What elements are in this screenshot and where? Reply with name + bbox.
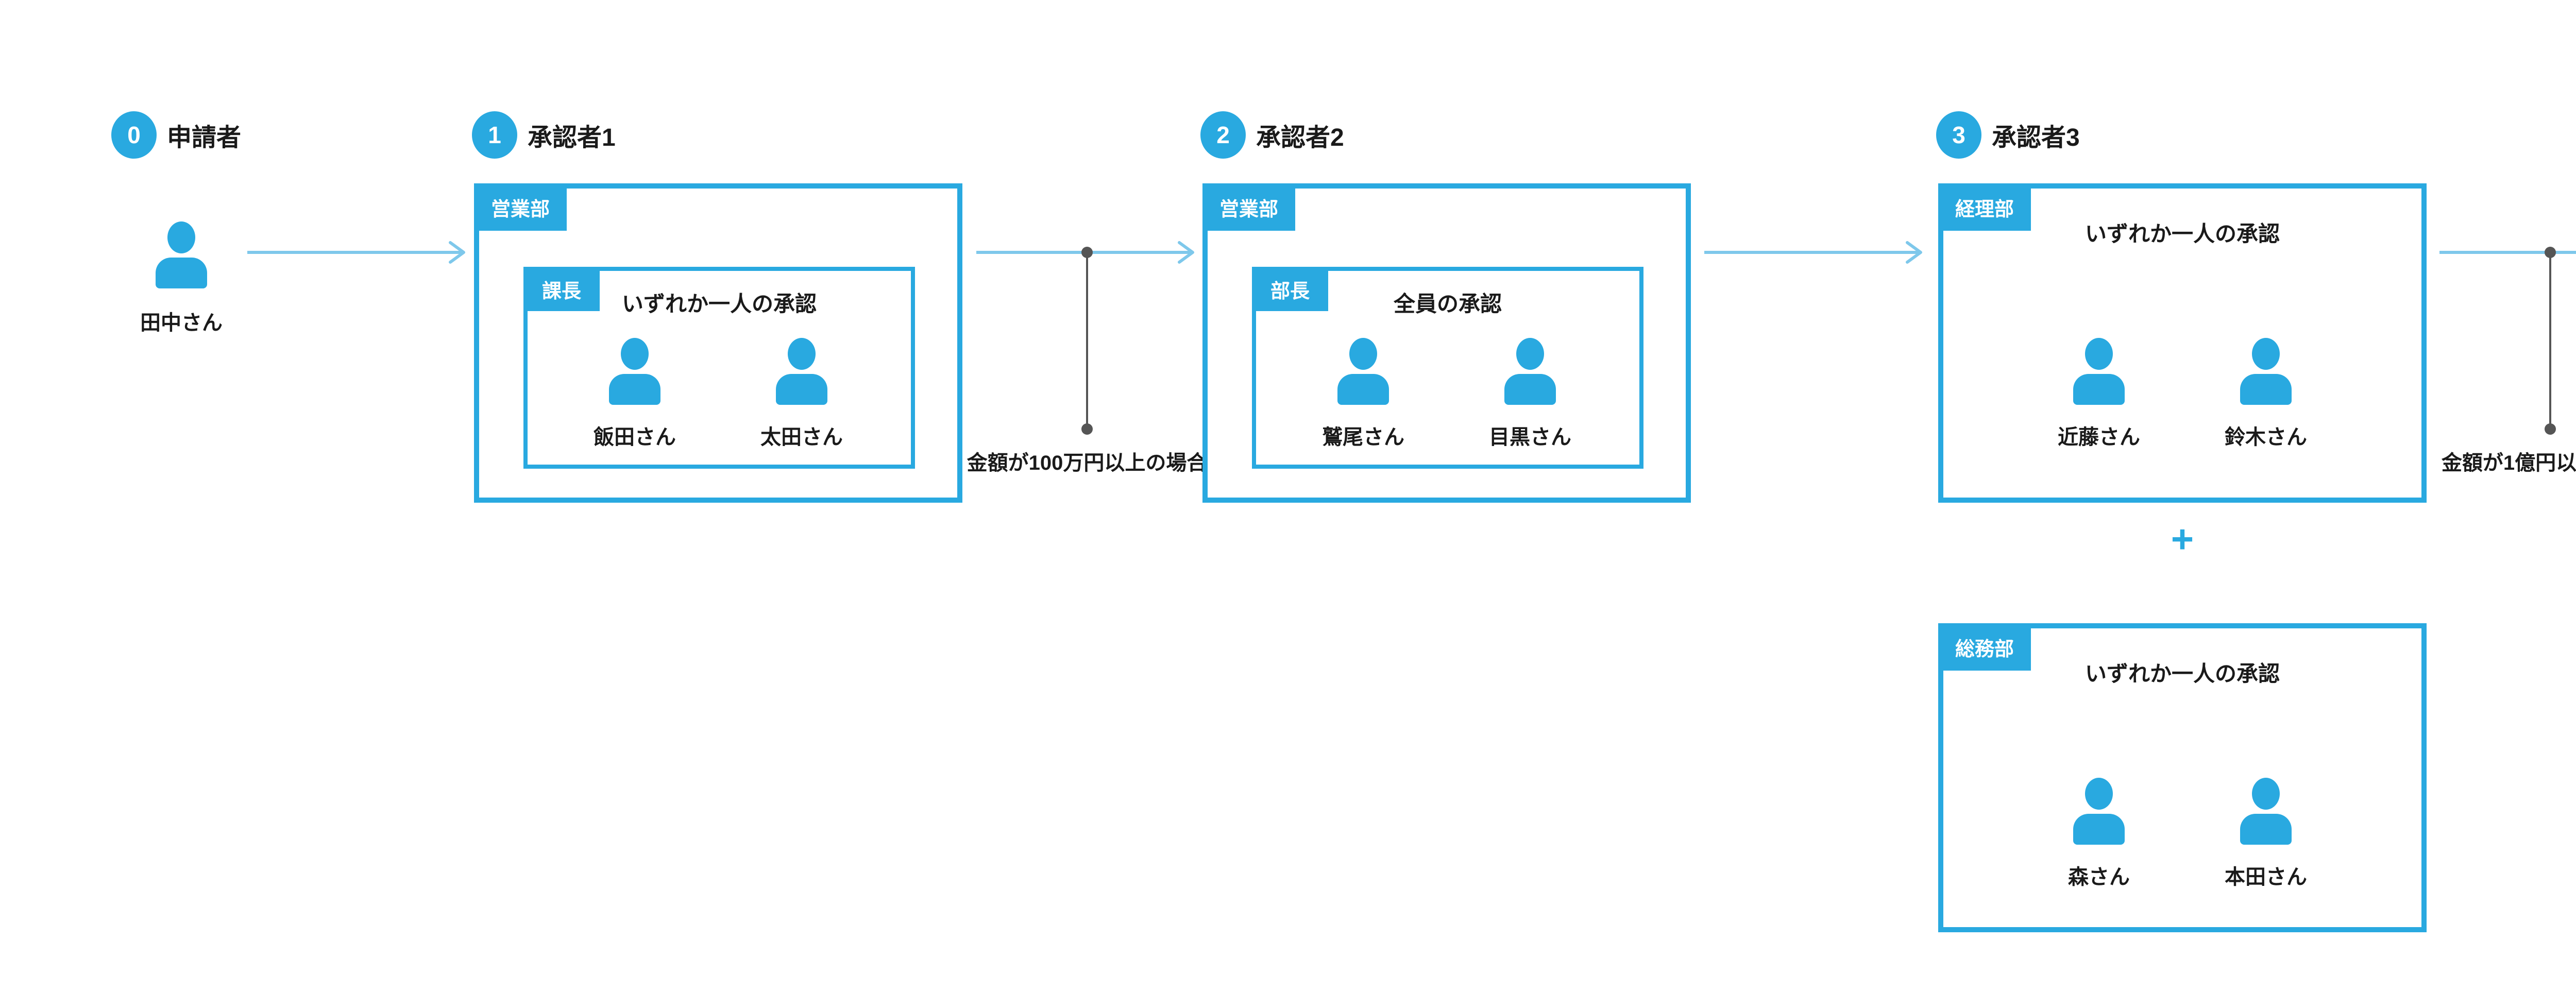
stage2-rule: 全員の承認	[1393, 292, 1502, 316]
stage1-member1-person-icon	[608, 338, 662, 405]
arrow-stage2-to-3-icon	[1704, 241, 1922, 264]
applicant-person-icon	[155, 221, 208, 288]
stage0-badge: 0	[111, 111, 157, 159]
stage2-badge: 2	[1200, 111, 1246, 159]
stage3-dept-tab: 経理部	[1938, 183, 2031, 231]
stage3-extra-dept-tab: 総務部	[1938, 623, 2031, 671]
stage3-member2-name: 鈴木さん	[2225, 426, 2307, 449]
stage3-rule: いずれか一人の承認	[2084, 221, 2280, 246]
condition2-end-dot	[2545, 423, 2556, 435]
stage1-role-box: 課長	[523, 267, 915, 469]
stage3-extra-member1-person-icon	[2072, 778, 2126, 845]
stage3-extra-member1-name: 森さん	[2068, 866, 2130, 888]
stage3-extra-member2-person-icon	[2239, 778, 2293, 845]
stage3-extra-rule: いずれか一人の承認	[2084, 661, 2280, 686]
stage3-member2-person-icon	[2239, 338, 2293, 405]
stage2-member2-person-icon	[1503, 338, 1557, 405]
stage3-dept-box: 経理部	[1938, 183, 2427, 503]
stage1-rule: いずれか一人の承認	[621, 292, 817, 316]
stage1-dept-box: 営業部 課長	[474, 183, 962, 503]
stage1-member2-person-icon	[775, 338, 828, 405]
stage2-member2-name: 目黒さん	[1489, 426, 1571, 449]
condition1-end-dot	[1081, 423, 1093, 435]
applicant-name: 田中さん	[140, 312, 223, 334]
stage3-title: 承認者3	[1992, 124, 2080, 151]
stage3-member1-name: 近藤さん	[2058, 426, 2140, 449]
arrow-stage0-to-1-icon	[247, 241, 465, 264]
stage2-member1-name: 鷲尾さん	[1322, 426, 1404, 449]
stage2-dept-tab: 営業部	[1202, 183, 1295, 231]
stage1-member1-name: 飯田さん	[594, 426, 676, 449]
stage2-dept-box: 営業部 部長	[1202, 183, 1691, 503]
stage1-dept-tab: 営業部	[474, 183, 567, 231]
stage3-badge: 3	[1936, 111, 1981, 159]
stage0-title: 申請者	[167, 124, 242, 151]
stage3-extra-dept-box: 総務部	[1938, 623, 2427, 932]
condition2-branch-line	[2549, 252, 2551, 429]
condition1-branch-line	[1086, 252, 1088, 429]
stage1-badge: 1	[472, 111, 517, 159]
stage2-role-box: 部長	[1252, 267, 1643, 469]
stage3-member1-person-icon	[2072, 338, 2126, 405]
stage2-title: 承認者2	[1256, 124, 1344, 151]
stage2-role-tab: 部長	[1252, 267, 1328, 311]
stage1-member2-name: 太田さん	[760, 426, 843, 449]
condition2-label: 金額が1億円以上の場合	[2441, 452, 2576, 474]
stage3-extra-member2-name: 本田さん	[2225, 866, 2307, 888]
parallel-plus-operator: +	[2171, 517, 2194, 561]
condition1-label: 金額が100万円以上の場合	[967, 452, 1208, 474]
stage1-role-tab: 課長	[523, 267, 600, 311]
stage1-title: 承認者1	[528, 124, 616, 151]
stage2-member1-person-icon	[1336, 338, 1390, 405]
